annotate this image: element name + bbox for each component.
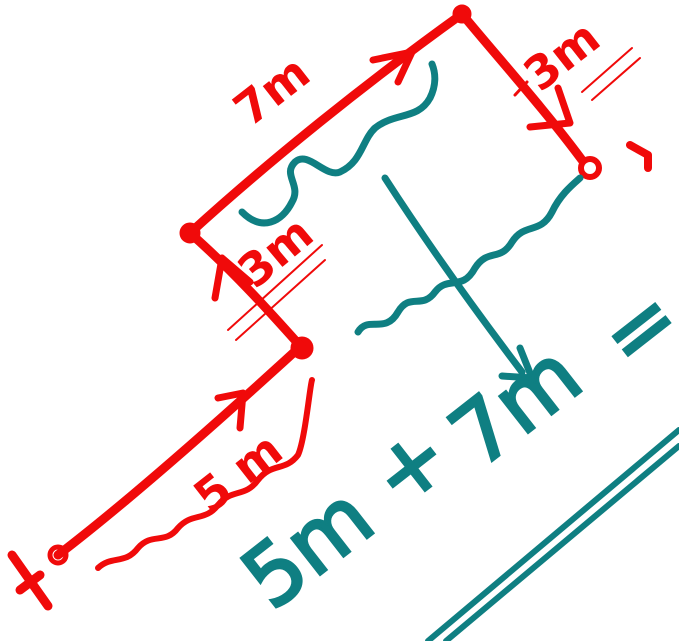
end-point [578,156,602,180]
teal-annotation [238,60,679,641]
partial-stroke-right [626,141,652,172]
segment-3m-lower-arrow [211,254,254,302]
upper-squiggle [238,60,439,227]
segment-7m [185,9,467,238]
segment-3m-upper-tick [513,80,529,97]
equation-equals: = [582,267,679,388]
segment-3m-lower [185,228,307,353]
segment-7m-arrow [369,48,416,86]
segment-3m-upper-arrow [526,84,574,131]
red-path-diagram [7,4,652,611]
underline-double [425,427,679,641]
equation: 5m + 7m = [222,266,679,630]
start-point [47,544,69,566]
segment-3m-lower-tick-marks [227,244,326,341]
start-marker [7,550,53,611]
down-arrow-shaft [381,174,526,376]
lower-squiggle [354,174,584,336]
label-7m: 7m [224,45,320,137]
segment-5m-arrow [214,389,247,432]
equation-term-7m: 7m [432,325,599,486]
segment-3m-upper-tick-marks [581,47,641,101]
down-arrow-head [498,344,536,382]
segment-5m [53,340,307,560]
segment-5m-measure-squiggle [95,377,315,571]
